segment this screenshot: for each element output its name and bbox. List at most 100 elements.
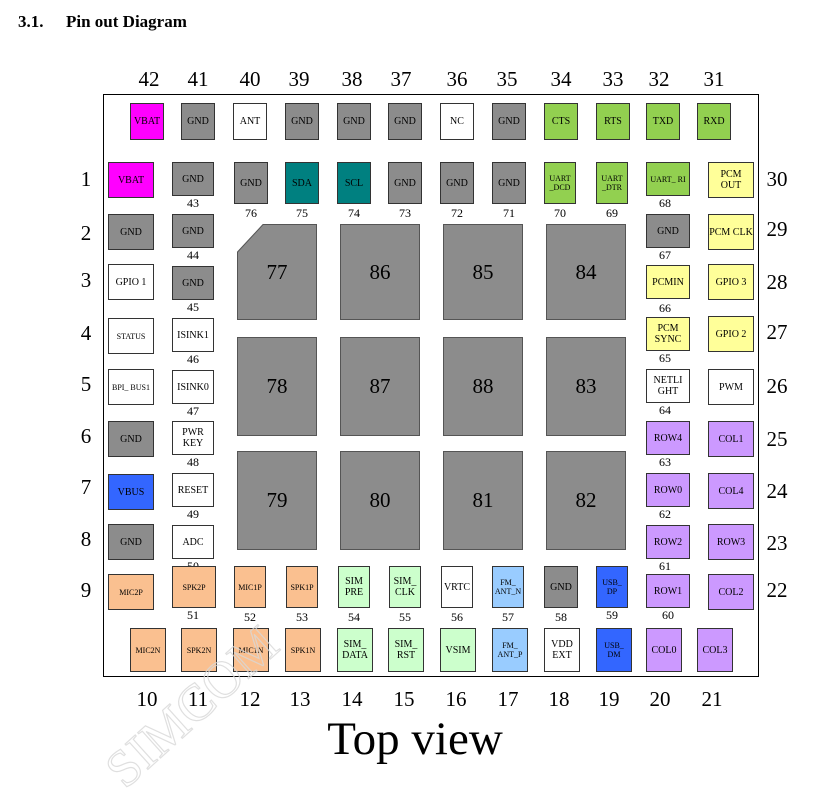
pin-4-status: STATUS (108, 318, 154, 354)
left-pin-number: 9 (80, 578, 92, 602)
pin-number-71: 71 (503, 206, 515, 220)
top-pin-number: 35 (496, 67, 518, 91)
center-pad-83: 83 (546, 337, 626, 436)
top-pin-number: 34 (550, 67, 572, 91)
right-pin-number: 24 (766, 479, 788, 503)
pin-32-txd: TXD (646, 103, 680, 140)
pin-11-spk2n: SPK2N (181, 628, 217, 672)
pin-20-col0: COL0 (646, 628, 682, 672)
pin-33-rts: RTS (596, 103, 630, 140)
pin-76-gnd: GND (234, 162, 268, 204)
bottom-pin-number: 21 (701, 687, 723, 711)
pin-number-59: 59 (606, 608, 618, 622)
pin-23-row3: ROW3 (708, 524, 754, 560)
pin-number-54: 54 (348, 610, 360, 624)
pin-53-spk1p: SPK1P (286, 566, 318, 608)
top-pin-number: 36 (446, 67, 468, 91)
pin-number-73: 73 (399, 206, 411, 220)
pin-number-51: 51 (187, 608, 199, 622)
pin-3-gpio1: GPIO 1 (108, 264, 154, 300)
pin-73-gnd: GND (388, 162, 422, 204)
left-pin-number: 3 (80, 268, 92, 292)
left-pin-number: 1 (80, 167, 92, 191)
bottom-pin-number: 11 (187, 687, 209, 711)
right-pin-number: 23 (766, 531, 788, 555)
pin-70-uart-dcd: UART _DCD (544, 162, 576, 204)
pin-55-sim-clk: SIM_ CLK (389, 566, 421, 608)
bottom-pin-number: 10 (136, 687, 158, 711)
left-pin-number: 7 (80, 475, 92, 499)
pin-number-49: 49 (187, 507, 199, 521)
pin-45-gnd: GND (172, 266, 214, 300)
pin-number-74: 74 (348, 206, 360, 220)
pin-42-vbat: VBAT (130, 103, 164, 140)
pin-13-spk1n: SPK1N (285, 628, 321, 672)
pin-number-72: 72 (451, 206, 463, 220)
pin-56-vrtc: VRTC (441, 566, 473, 608)
pin-number-76: 76 (245, 206, 257, 220)
right-pin-number: 27 (766, 320, 788, 344)
pin-number-43: 43 (187, 196, 199, 210)
pin-28-gpio3: GPIO 3 (708, 264, 754, 300)
top-pin-number: 31 (703, 67, 725, 91)
pin-64-netlight: NETLI GHT (646, 369, 690, 403)
pin-27-gpio2: GPIO 2 (708, 316, 754, 352)
right-pin-number: 26 (766, 374, 788, 398)
package-outline (103, 94, 759, 677)
center-pad-88: 88 (443, 337, 523, 436)
right-pin-number: 29 (766, 217, 788, 241)
pin-72-gnd: GND (440, 162, 474, 204)
pin-number-60: 60 (662, 608, 674, 622)
section-number: 3.1. (18, 12, 44, 31)
pin-number-57: 57 (502, 610, 514, 624)
top-pin-number: 32 (648, 67, 670, 91)
pin-number-69: 69 (606, 206, 618, 220)
center-pad-79: 79 (237, 451, 317, 550)
left-pin-number: 6 (80, 424, 92, 448)
center-pad-78: 78 (237, 337, 317, 436)
pin-6-gnd: GND (108, 421, 154, 457)
pin-number-44: 44 (187, 248, 199, 262)
pin-22-col2: COL2 (708, 574, 754, 610)
pin-12-mic1n: MIC1N (233, 628, 269, 672)
pin-40-ant: ANT (233, 103, 267, 140)
bottom-pin-number: 17 (497, 687, 519, 711)
pin-37-gnd: GND (388, 103, 422, 140)
pin-41-gnd: GND (181, 103, 215, 140)
top-pin-number: 37 (390, 67, 412, 91)
section-heading: 3.1. Pin out Diagram (18, 12, 187, 32)
pin-number-55: 55 (399, 610, 411, 624)
pin-10-mic2n: MIC2N (130, 628, 166, 672)
center-pad-77: 77 (237, 224, 317, 320)
pin-49-reset: RESET (172, 473, 214, 507)
pin-2-gnd: GND (108, 214, 154, 250)
pin-1-vbat: VBAT (108, 162, 154, 198)
pin-25-col1: COL1 (708, 421, 754, 457)
pin-43-gnd: GND (172, 162, 214, 196)
pin-18-vdd-ext: VDD EXT (544, 628, 580, 672)
pin-16-vsim: VSIM (440, 628, 476, 672)
center-pad-80: 80 (340, 451, 420, 550)
pin-34-cts: CTS (544, 103, 578, 140)
pin-46-isink1: ISINK1 (172, 318, 214, 352)
right-pin-number: 22 (766, 578, 788, 602)
pin-35-gnd: GND (492, 103, 526, 140)
pin-21-col3: COL3 (697, 628, 733, 672)
pin-29-pcm-clk: PCM CLK (708, 214, 754, 250)
bottom-pin-number: 18 (548, 687, 570, 711)
pin-30-pcm-out: PCM OUT (708, 162, 754, 198)
pin-75-sda: SDA (285, 162, 319, 204)
section-title: Pin out Diagram (66, 12, 187, 31)
pin-60-row1: ROW1 (646, 574, 690, 608)
pin-38-gnd: GND (337, 103, 371, 140)
pin-number-56: 56 (451, 610, 463, 624)
center-pad-77-label: 77 (266, 259, 288, 284)
pin-48-pwr-key: PWR KEY (172, 421, 214, 455)
pin-52-mic1p: MIC1P (234, 566, 266, 608)
pin-number-52: 52 (244, 610, 256, 624)
pin-number-75: 75 (296, 206, 308, 220)
pin-number-48: 48 (187, 455, 199, 469)
right-pin-number: 25 (766, 427, 788, 451)
left-pin-number: 4 (80, 321, 92, 345)
top-pin-number: 41 (187, 67, 209, 91)
